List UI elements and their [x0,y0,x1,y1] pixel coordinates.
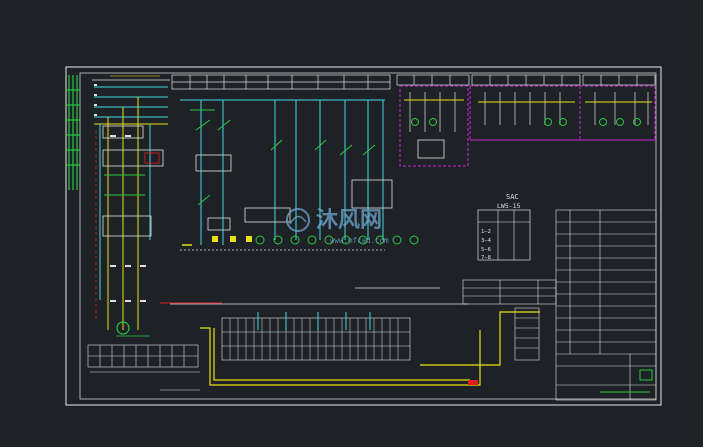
terminal-strip [160,302,540,386]
sac-switch-table: SAC LW5-15 1—2 3—4 5—6 7—8 [477,193,531,261]
watermark: 沐风网 www.mfcad.com [286,208,389,245]
panel-title: SAC [506,193,519,201]
watermark-url: www.mfcad.com [330,236,389,245]
switch-row-3: 5—6 [481,247,491,253]
relay-block [514,307,540,361]
power-circuit [92,75,170,337]
control-circuit-header [171,74,391,90]
panel-model: LW5-15 [497,202,521,210]
switch-row-4: 7—8 [481,255,491,261]
switch-row-2: 3—4 [481,238,492,244]
title-block [555,209,657,401]
switch-row-1: 1—2 [481,229,491,235]
pilot-lamps [255,235,419,245]
control-circuit [180,99,419,251]
left-margin-marks [66,75,80,190]
right-top-header [396,74,656,86]
motor-symbol [116,321,130,335]
magenta-boxes [399,85,656,167]
magenta-contents [404,92,655,159]
title-block-logo [639,369,653,381]
outer-frame [65,66,662,406]
watermark-brand: 沐风网 [316,208,382,233]
info-table [462,279,557,305]
left-bottom-table [87,344,200,391]
watermark-logo-icon [286,208,310,232]
